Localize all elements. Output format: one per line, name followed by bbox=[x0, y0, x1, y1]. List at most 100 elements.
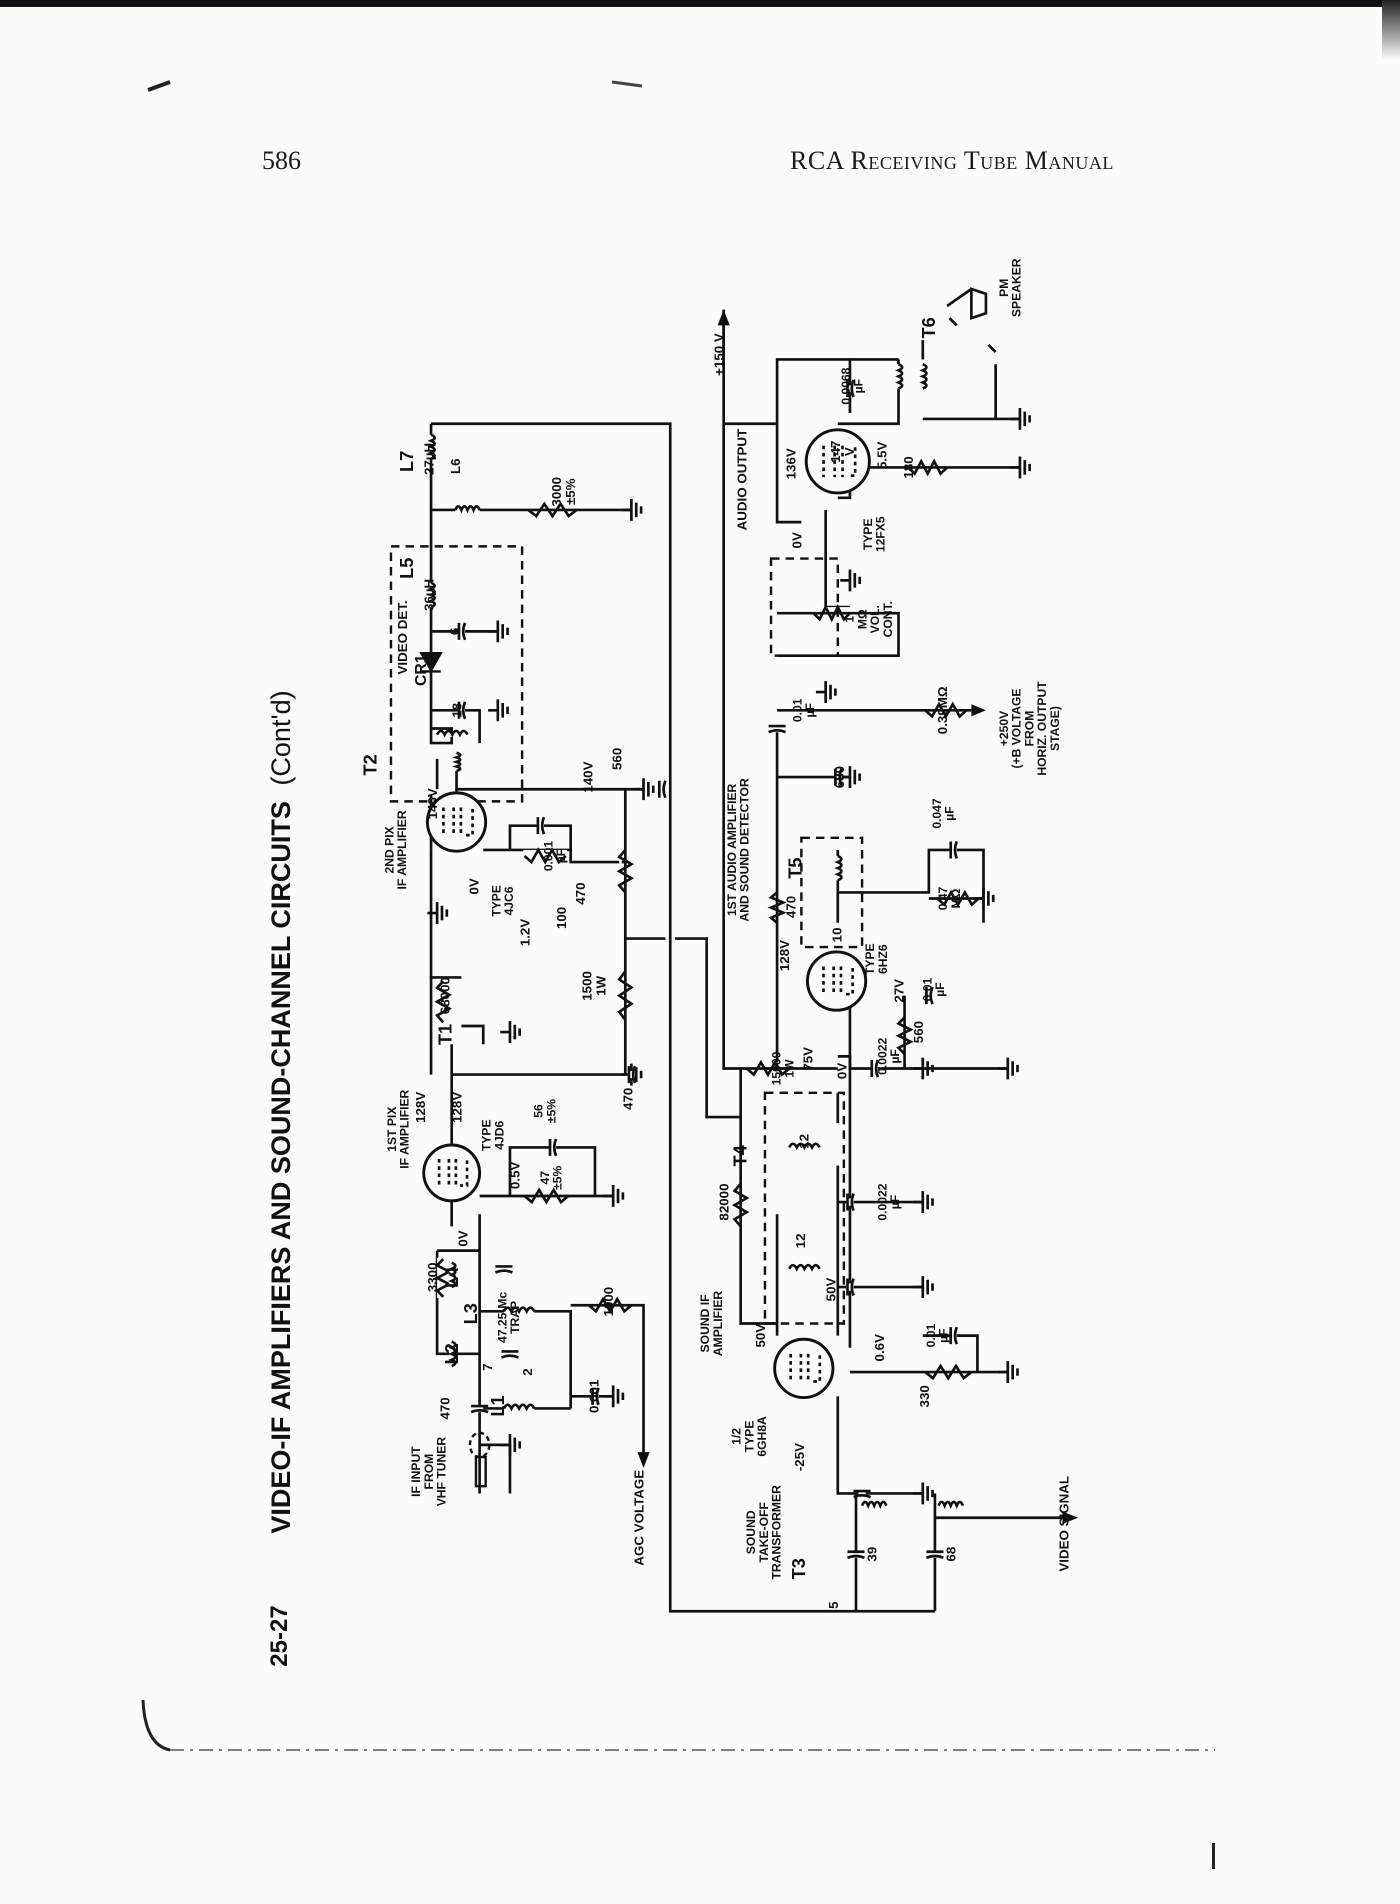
label-t5: T5 bbox=[785, 858, 805, 879]
t4-shield bbox=[763, 1091, 846, 1325]
label-line: AND SOUND DETECTOR bbox=[738, 778, 752, 922]
inductor-symbol bbox=[895, 363, 904, 390]
capacitor-symbol bbox=[925, 986, 934, 1005]
label-c680: 680 bbox=[832, 766, 847, 788]
label-line: 6HZ6 bbox=[876, 944, 890, 974]
tube-electrodes bbox=[442, 807, 474, 837]
label-c001-c: 0.01µF bbox=[790, 698, 817, 722]
label-line: 140V bbox=[425, 788, 440, 819]
label-line: µF bbox=[933, 982, 947, 996]
label-c00068: 0.0068µF bbox=[839, 367, 866, 404]
label-c56: 56±5% bbox=[532, 1099, 559, 1123]
ground-icon bbox=[1010, 407, 1031, 430]
label-v140-b: 140V bbox=[581, 761, 596, 792]
inductor-symbol bbox=[435, 729, 469, 738]
capacitor-gap bbox=[506, 1350, 514, 1358]
label-line: 0.39MΩ bbox=[935, 686, 950, 734]
label-line: +150 V bbox=[712, 333, 727, 376]
label-line: 50V bbox=[823, 1278, 838, 1302]
resistor-gap bbox=[745, 1062, 791, 1065]
label-line: AGC VOLTAGE bbox=[632, 1470, 647, 1566]
label-line: 0V bbox=[455, 1230, 470, 1246]
resistor-symbol bbox=[523, 1187, 570, 1205]
label-line: 136V bbox=[783, 448, 798, 479]
label-line: 10 bbox=[829, 928, 844, 943]
inductor-symbol bbox=[427, 433, 436, 461]
capacitor-gap bbox=[846, 1283, 854, 1291]
label-v136: 136V bbox=[783, 448, 798, 479]
label-c001-b: 0.01µF bbox=[920, 978, 947, 1002]
label-line: SOUND bbox=[744, 1510, 758, 1554]
ground-icon bbox=[998, 1057, 1019, 1080]
label-line: 3000 bbox=[549, 477, 564, 507]
resistor-symbol bbox=[767, 891, 787, 924]
label-v75: 75V bbox=[800, 1047, 815, 1071]
label-line: 1000 bbox=[601, 1287, 616, 1317]
label-line: L5 bbox=[397, 558, 417, 579]
label-line: 0.47 bbox=[936, 886, 950, 910]
ground-icon bbox=[913, 1057, 934, 1080]
label-line: µF bbox=[888, 1049, 902, 1063]
label-v147: 147V bbox=[828, 441, 857, 463]
label-line: TRANSFORMER bbox=[770, 1485, 784, 1580]
label-audio-out: AUDIO OUTPUT bbox=[735, 429, 750, 531]
ground-icon bbox=[913, 1482, 934, 1505]
ground-icon bbox=[427, 902, 449, 925]
capacitor-symbol bbox=[949, 840, 959, 859]
inductor-symbol bbox=[427, 581, 436, 609]
label-line: 27µH bbox=[421, 443, 436, 475]
label-line: 2ND PIX bbox=[382, 826, 396, 873]
label-line: T1 bbox=[436, 1024, 456, 1045]
label-line: 1W bbox=[782, 1059, 796, 1078]
label-line: 1 bbox=[843, 616, 857, 623]
label-l6: L6 bbox=[448, 458, 463, 474]
label-r1000: 1000 bbox=[601, 1287, 616, 1317]
label-line: 2 bbox=[520, 1368, 535, 1375]
capacitor-gap bbox=[949, 846, 957, 854]
label-line: 0.001 bbox=[541, 841, 555, 872]
label-video-det: VIDEO DET. bbox=[395, 600, 410, 674]
label-v0-c: 0V bbox=[834, 1063, 849, 1079]
label-c0022-b: 0.0022µF bbox=[875, 1038, 902, 1075]
vacuum-tube-icon bbox=[805, 950, 868, 1012]
resistor-gap bbox=[936, 892, 980, 895]
label-r100: 100 bbox=[554, 907, 569, 929]
label-line: PM bbox=[997, 279, 1011, 297]
capacitor-gap bbox=[858, 1489, 866, 1498]
label-line: 6GH8A bbox=[755, 1416, 769, 1457]
resistor-gap bbox=[523, 1189, 570, 1193]
resistor-symbol bbox=[616, 970, 634, 1021]
resistor-symbol bbox=[616, 849, 635, 894]
label-line: VIDEO DET. bbox=[395, 600, 410, 674]
label-line: T4 bbox=[731, 1144, 751, 1166]
tube-electrodes bbox=[822, 445, 857, 478]
label-line: 3300 bbox=[425, 1262, 440, 1292]
label-line: 12FX5 bbox=[874, 516, 888, 552]
capacitor-gap bbox=[627, 1070, 636, 1079]
resistor-symbol bbox=[523, 847, 567, 865]
label-l3: L3 bbox=[461, 1303, 481, 1324]
label-c6: 6 bbox=[447, 628, 462, 635]
label-line: 180 bbox=[901, 456, 916, 478]
label-line: 0.0068 bbox=[839, 367, 853, 404]
label-v0-5: 0.5V bbox=[508, 1162, 523, 1190]
ground-icon bbox=[488, 620, 509, 643]
label-line: 0.01 bbox=[920, 978, 934, 1002]
label-line: 12 bbox=[793, 1233, 808, 1248]
inductor-symbol bbox=[937, 1500, 965, 1510]
resistor-symbol bbox=[812, 604, 851, 623]
label-v128-a: 128V bbox=[413, 1092, 428, 1123]
label-line: VHF TUNER bbox=[435, 1437, 449, 1507]
capacitor-symbol bbox=[949, 1326, 959, 1345]
label-line: TRAP bbox=[508, 1301, 522, 1334]
label-line: TYPE bbox=[480, 1119, 494, 1151]
resistor-symbol bbox=[527, 501, 578, 519]
label-line: TYPE bbox=[489, 885, 503, 917]
label-type-4jc6: TYPE4JC6 bbox=[489, 885, 516, 917]
label-line: MΩ bbox=[949, 888, 963, 908]
label-r470-b: 470 bbox=[621, 1088, 636, 1110]
label-line: 56 bbox=[532, 1104, 546, 1118]
capacitor-gap bbox=[846, 384, 854, 393]
label-b250: +250V(+B VOLTAGEFROMHORIZ. OUTPUTSTAGE) bbox=[997, 681, 1062, 776]
